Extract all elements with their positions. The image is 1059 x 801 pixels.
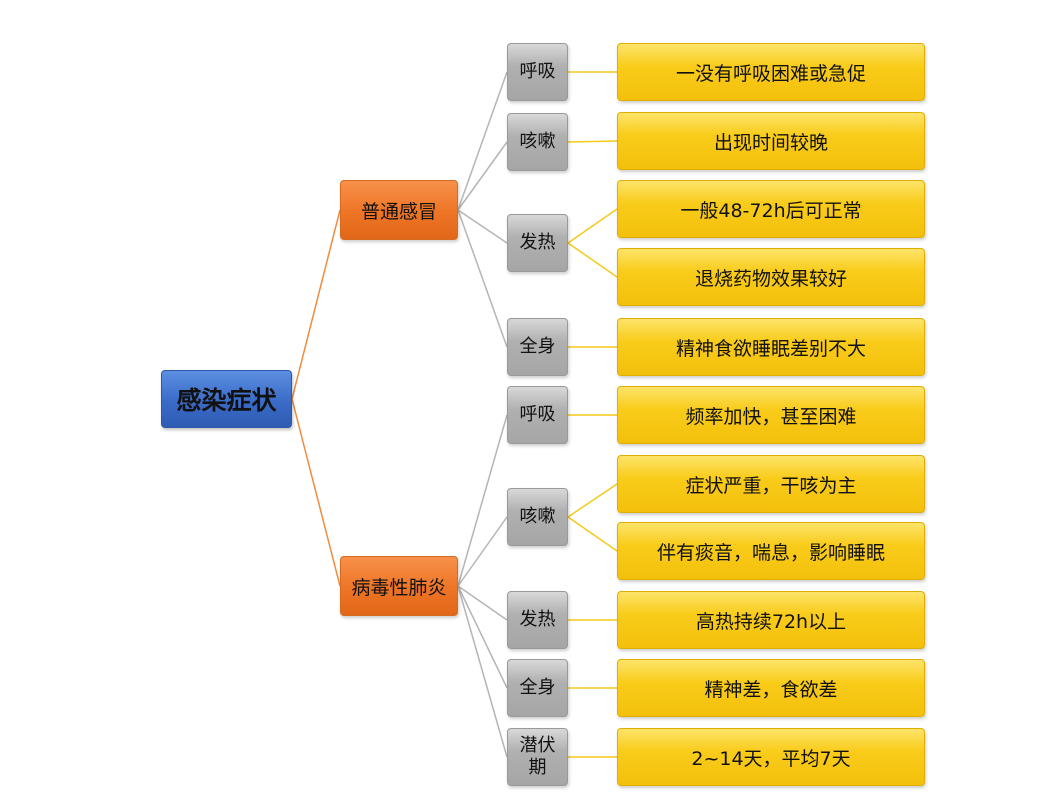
- branch-category-connector: [457, 141, 508, 211]
- branch-category-connector: [457, 516, 508, 587]
- root-branch-connector: [291, 398, 341, 587]
- category-detail-connector: [567, 516, 618, 552]
- detail-node[interactable]: 高热持续72h以上: [617, 591, 925, 649]
- detail-node[interactable]: 症状严重，干咳为主: [617, 455, 925, 513]
- root-branch-connector: [291, 209, 341, 400]
- root-node[interactable]: 感染症状: [161, 370, 292, 428]
- branch-category-connector: [457, 209, 508, 244]
- branch-common-cold[interactable]: 普通感冒: [340, 180, 458, 240]
- branch-category-connector: [457, 585, 508, 758]
- branch-category-connector: [457, 209, 508, 348]
- category-node[interactable]: 潜伏期: [507, 728, 568, 786]
- detail-node[interactable]: 精神差，食欲差: [617, 659, 925, 717]
- branch-category-connector: [457, 414, 508, 587]
- detail-node[interactable]: 退烧药物效果较好: [617, 248, 925, 306]
- category-node[interactable]: 呼吸: [507, 386, 568, 444]
- detail-node[interactable]: 一没有呼吸困难或急促: [617, 43, 925, 101]
- branch-viral-pneumonia[interactable]: 病毒性肺炎: [340, 556, 458, 616]
- category-node[interactable]: 发热: [507, 214, 568, 272]
- detail-node[interactable]: 伴有痰音，喘息，影响睡眠: [617, 522, 925, 580]
- category-node[interactable]: 咳嗽: [507, 488, 568, 546]
- category-node[interactable]: 全身: [507, 318, 568, 376]
- detail-node[interactable]: 2~14天，平均7天: [617, 728, 925, 786]
- branch-category-connector: [457, 585, 508, 689]
- category-detail-connector: [567, 140, 618, 143]
- category-detail-connector: [567, 208, 618, 244]
- category-node[interactable]: 全身: [507, 659, 568, 717]
- detail-node[interactable]: 精神食欲睡眠差别不大: [617, 318, 925, 376]
- category-detail-connector: [567, 483, 618, 518]
- detail-node[interactable]: 出现时间较晚: [617, 112, 925, 170]
- branch-category-connector: [457, 71, 508, 211]
- detail-node[interactable]: 一般48-72h后可正常: [617, 180, 925, 238]
- category-detail-connector: [567, 242, 618, 278]
- detail-node[interactable]: 频率加快，甚至困难: [617, 386, 925, 444]
- branch-category-connector: [457, 585, 508, 621]
- category-node[interactable]: 发热: [507, 591, 568, 649]
- category-node[interactable]: 呼吸: [507, 43, 568, 101]
- category-node[interactable]: 咳嗽: [507, 113, 568, 171]
